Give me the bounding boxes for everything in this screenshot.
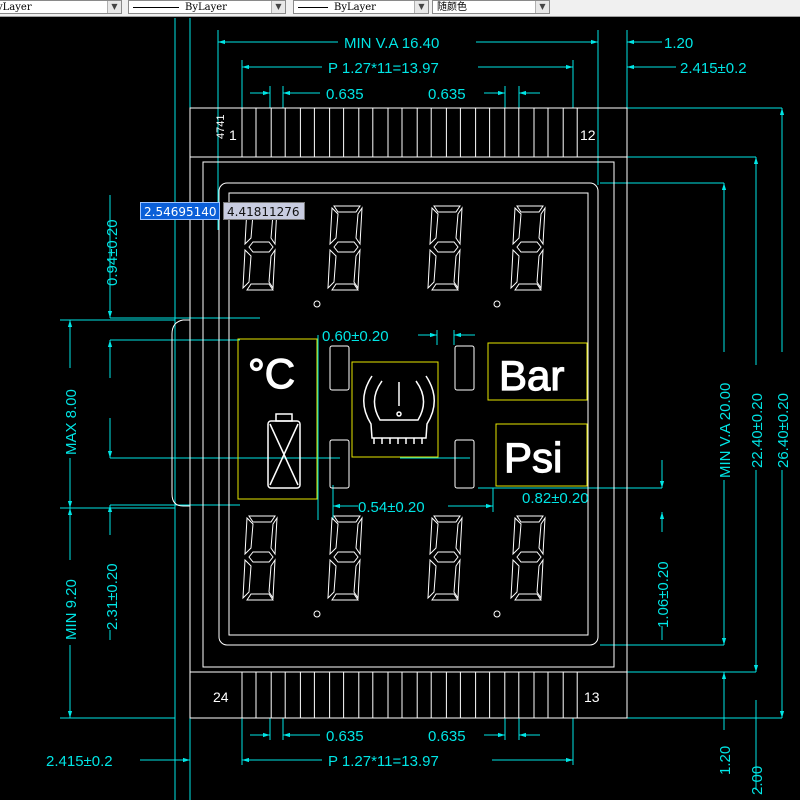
segment-bar bbox=[454, 345, 475, 391]
dim-digit-height-top: 0.94±0.20 bbox=[104, 219, 121, 286]
dim-pin-width-top-right: 0.635 bbox=[428, 86, 466, 103]
property-toolbar: yLayer ▼ ByLayer ▼ ByLayer ▼ 随颜色 ▼ bbox=[0, 0, 800, 17]
linetype-dropdown[interactable]: ByLayer ▼ bbox=[128, 0, 286, 14]
dim-small-height: 1.06±0.20 bbox=[655, 561, 672, 628]
dim-min-va-width: MIN V.A 16.40 bbox=[344, 35, 439, 52]
dim-min-va-height: MIN V.A 20.00 bbox=[717, 383, 734, 478]
connector-pin bbox=[504, 671, 520, 719]
dim-seg-gap-mid: 0.54±0.20 bbox=[358, 499, 425, 516]
connector-pin bbox=[562, 107, 578, 158]
connector-pin bbox=[270, 671, 286, 719]
pin-1-label: 1 bbox=[229, 127, 237, 143]
connector-pin bbox=[416, 671, 432, 719]
line-sample bbox=[298, 7, 328, 8]
color-dropdown-value: 随颜色 bbox=[437, 2, 467, 13]
digit-2 bbox=[327, 205, 363, 291]
battery-icon bbox=[267, 413, 301, 489]
dim-digit-height-bottom: 2.31±0.20 bbox=[104, 563, 121, 630]
line-sample bbox=[133, 7, 179, 8]
connector-pin bbox=[533, 671, 549, 719]
part-code-label: 4741 bbox=[215, 115, 227, 139]
tpms-frame bbox=[351, 361, 439, 458]
dim-pin-width-bottom-right: 0.635 bbox=[428, 728, 466, 745]
connector-pin bbox=[504, 107, 520, 158]
digits-bottom bbox=[242, 515, 546, 618]
digit-7 bbox=[427, 515, 463, 601]
pins-top bbox=[241, 107, 578, 158]
dim-pin-width-bottom-left: 0.635 bbox=[326, 728, 364, 745]
psi-label: Psi bbox=[504, 434, 562, 481]
dim-edge-offset: 1.20 bbox=[664, 35, 693, 52]
dim-edge-margin-top: 2.415±0.2 bbox=[680, 60, 747, 77]
connector-pin bbox=[416, 107, 432, 158]
dim-edge-margin-bottom: 2.415±0.2 bbox=[46, 753, 113, 770]
chevron-down-icon[interactable]: ▼ bbox=[107, 1, 121, 13]
chevron-down-icon[interactable]: ▼ bbox=[271, 1, 285, 13]
coordinate-y-input[interactable]: 4.41811276 bbox=[223, 202, 305, 220]
dim-pitch-bottom: P 1.27*11=13.97 bbox=[328, 753, 439, 770]
dim-max-height: MAX 8.00 bbox=[63, 389, 80, 455]
dim-pitch-top: P 1.27*11=13.97 bbox=[328, 60, 439, 77]
lineweight-dropdown-value: ByLayer bbox=[334, 2, 376, 13]
coordinate-x-input[interactable]: 2.54695140 bbox=[140, 202, 220, 220]
layer-dropdown-value: yLayer bbox=[0, 2, 32, 13]
lineweight-dropdown[interactable]: ByLayer ▼ bbox=[293, 0, 429, 14]
dim-outer-height: 22.40±0.20 bbox=[749, 393, 766, 468]
dim-bottom-offset-b: 2.00 bbox=[749, 766, 766, 795]
connector-pin bbox=[270, 107, 286, 158]
segment-bar bbox=[329, 345, 350, 391]
bar-label: Bar bbox=[499, 352, 564, 399]
color-dropdown[interactable]: 随颜色 ▼ bbox=[432, 0, 550, 14]
connector-pin bbox=[299, 107, 315, 158]
connector-pin bbox=[387, 671, 403, 719]
connector-pin bbox=[241, 671, 257, 719]
digit-8 bbox=[510, 515, 546, 601]
dim-seg-gap-top: 0.60±0.20 bbox=[322, 328, 389, 345]
chevron-down-icon[interactable]: ▼ bbox=[414, 1, 428, 13]
linetype-dropdown-value: ByLayer bbox=[185, 2, 227, 13]
connector-pin bbox=[475, 671, 491, 719]
connector-pin bbox=[358, 671, 374, 719]
digit-3 bbox=[427, 205, 463, 291]
connector-pin bbox=[387, 107, 403, 158]
digit-6 bbox=[327, 515, 363, 601]
connector-pin bbox=[562, 671, 578, 719]
layer-dropdown[interactable]: yLayer ▼ bbox=[0, 0, 122, 14]
chevron-down-icon[interactable]: ▼ bbox=[535, 1, 549, 13]
indicator-area: °C Bar Psi bbox=[237, 338, 588, 500]
pin-24-label: 24 bbox=[213, 689, 229, 705]
connector-pin bbox=[445, 671, 461, 719]
digits-top bbox=[242, 205, 546, 308]
connector-pin bbox=[241, 107, 257, 158]
connector-pin bbox=[329, 671, 345, 719]
pin-13-label: 13 bbox=[584, 689, 600, 705]
digit-4 bbox=[510, 205, 546, 291]
dim-total-height: 26.40±0.20 bbox=[775, 393, 792, 468]
bar-frame bbox=[487, 342, 588, 401]
connector-pin bbox=[299, 671, 315, 719]
connector-pin bbox=[533, 107, 549, 158]
digit-5 bbox=[242, 515, 278, 601]
connector-pin bbox=[445, 107, 461, 158]
tire-pressure-icon bbox=[363, 375, 435, 444]
pin-12-label: 12 bbox=[580, 127, 596, 143]
lcd-outline bbox=[171, 107, 628, 719]
dimension-lines bbox=[60, 18, 785, 800]
connector-pin bbox=[358, 107, 374, 158]
dim-pin-width-top-left: 0.635 bbox=[326, 86, 364, 103]
pins-bottom bbox=[241, 671, 578, 719]
segment-bar bbox=[454, 439, 475, 489]
connector-pin bbox=[475, 107, 491, 158]
segment-bar bbox=[329, 439, 350, 489]
celsius-label: °C bbox=[248, 350, 295, 397]
dim-seg-gap-right: 0.82±0.20 bbox=[522, 490, 589, 507]
dim-min-height: MIN 9.20 bbox=[63, 579, 80, 640]
connector-pin bbox=[329, 107, 345, 158]
dimension-texts: MIN V.A 16.40 P 1.27*11=13.97 0.635 0.63… bbox=[46, 32, 792, 795]
dim-bottom-offset-a: 1.20 bbox=[717, 746, 734, 775]
psi-frame bbox=[495, 423, 588, 487]
celsius-frame bbox=[237, 338, 318, 500]
